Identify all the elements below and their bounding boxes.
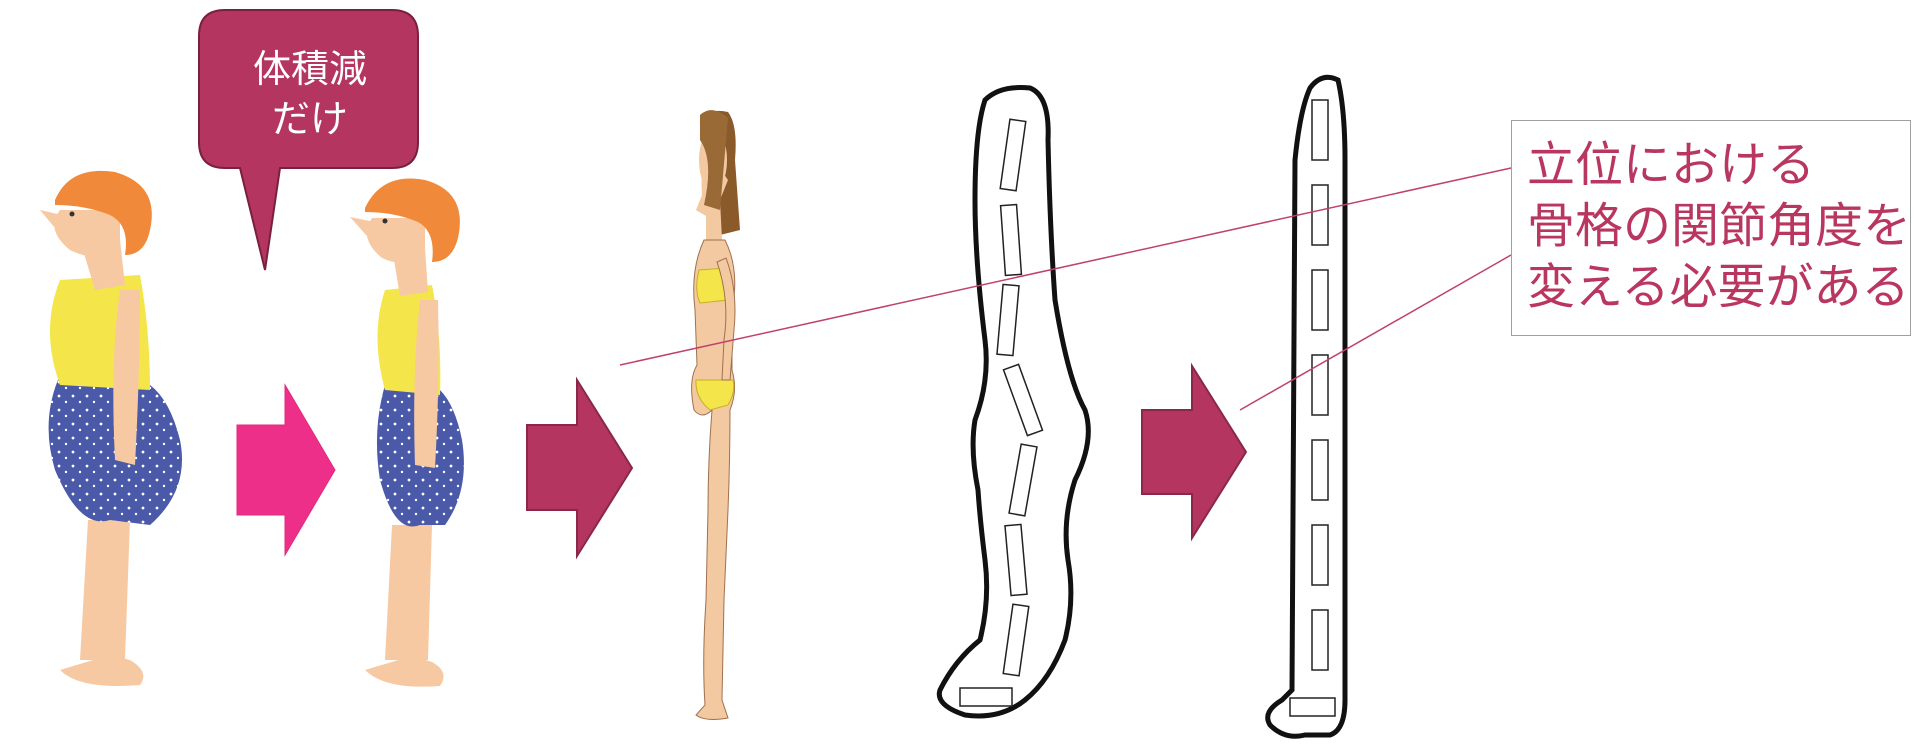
bent-skeleton-outline <box>939 88 1088 717</box>
callout-box: 立位における 骨格の関節角度を 変える必要がある <box>1511 120 1911 336</box>
speech-bubble-line-1: 体積減 <box>210 44 410 94</box>
leader-line-1 <box>620 168 1511 365</box>
leader-line-2 <box>1240 255 1511 410</box>
callout-line-3: 変える必要がある <box>1527 257 1910 318</box>
reduced-woman-figure <box>350 179 464 687</box>
overweight-woman-figure <box>40 171 182 686</box>
speech-bubble-text: 体積減 だけ <box>210 44 410 144</box>
speech-bubble-line-2: だけ <box>210 94 410 144</box>
callout-line-2: 骨格の関節角度を <box>1527 196 1910 257</box>
arrow-maroon-1 <box>527 380 632 556</box>
straight-skeleton-outline <box>1268 77 1345 736</box>
arrow-pink <box>237 385 335 555</box>
arrow-maroon-2 <box>1142 366 1246 538</box>
slim-woman-figure <box>692 110 740 719</box>
callout-line-1: 立位における <box>1527 135 1910 196</box>
